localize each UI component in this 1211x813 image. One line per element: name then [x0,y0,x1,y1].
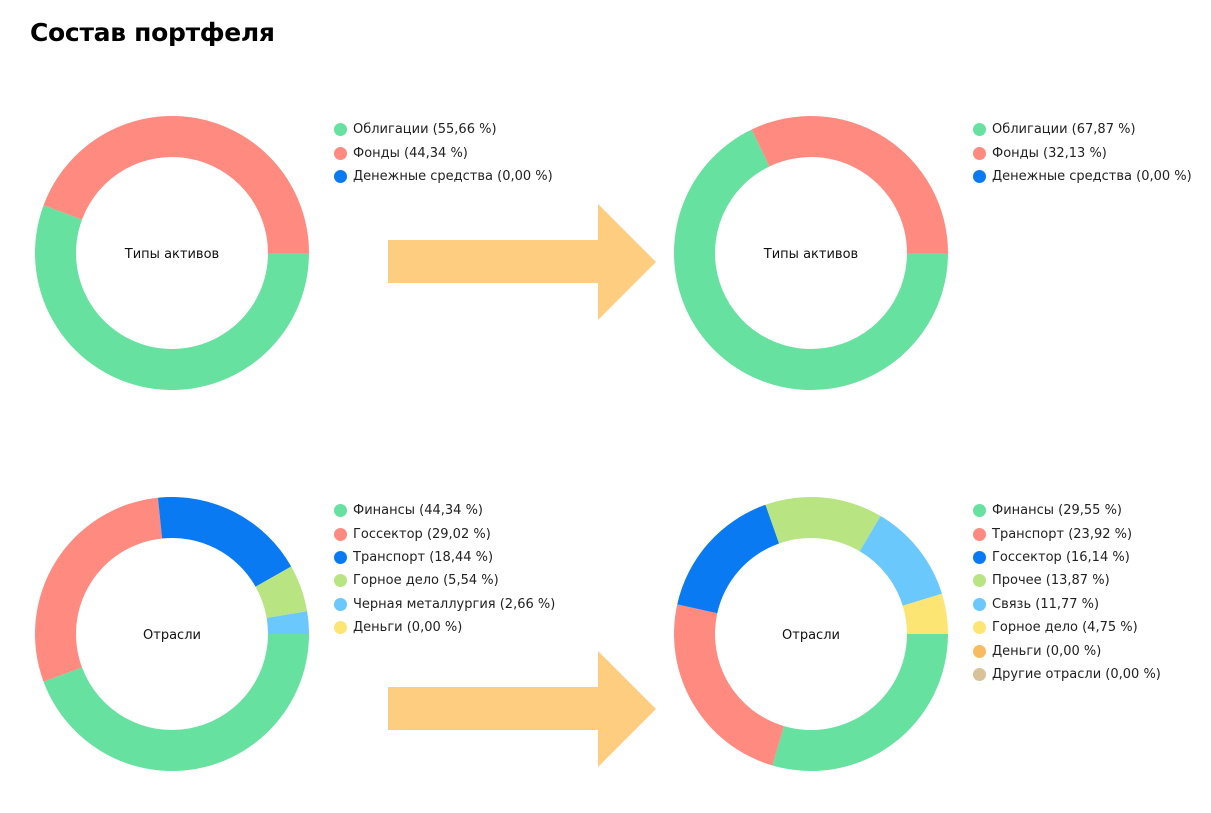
legend-item[interactable]: Связь (11,77 %) [973,593,1161,616]
sectors-before-donut: Отрасли [34,496,310,772]
donut-slice-2-1 [35,497,163,682]
donut-slice-3-5 [902,593,948,634]
legend-item[interactable]: Горное дело (4,75 %) [973,616,1161,639]
legend-label: Фонды (44,34 %) [353,145,468,161]
legend-label: Фонды (32,13 %) [992,145,1107,161]
donut-slice-2-2 [157,497,292,587]
sectors-after-donut-svg: Отрасли [674,497,948,771]
legend-label: Транспорт (18,44 %) [353,549,494,565]
donut-center-label: Типы активов [124,247,219,262]
legend-swatch [973,550,986,564]
legend-swatch [334,123,347,137]
legend-swatch [334,550,347,564]
legend-label: Денежные средства (0,00 %) [992,168,1192,184]
donut-slice-1-1 [751,116,948,253]
legend-swatch [334,504,347,518]
legend-label: Прочее (13,87 %) [992,573,1110,589]
donut-slice-2-0 [43,634,309,771]
legend-swatch [973,644,986,658]
legend-label: Связь (11,77 %) [992,596,1100,612]
legend-item[interactable]: Другие отрасли (0,00 %) [973,663,1161,686]
asset-types-before-donut-svg: Типы активов [34,116,309,391]
asset-types-after-legend: Облигации (67,87 %) Фонды (32,13 %) Денежн… [973,118,1192,188]
legend-item[interactable]: Фонды (32,13 %) [973,141,1192,164]
legend-item[interactable]: Финансы (44,34 %) [334,499,555,522]
donut-slice-1-0 [674,129,948,391]
legend-label: Черная металлургия (2,66 %) [353,596,556,612]
legend-item[interactable]: Денежные средства (0,00 %) [334,165,553,188]
legend-label: Горное дело (4,75 %) [992,620,1138,636]
legend-item[interactable]: Госсектор (16,14 %) [973,546,1161,569]
asset-types-after-donut-svg: Типы активов [674,116,948,391]
legend-label: Горное дело (5,54 %) [353,573,499,589]
legend-swatch [973,527,986,541]
right-arrow-icon [388,204,656,320]
change-arrow-bottom [388,651,656,767]
legend-label: Транспорт (23,92 %) [992,526,1133,542]
legend-swatch [973,667,986,681]
legend-item[interactable]: Деньги (0,00 %) [334,616,555,639]
donut-slice-3-3 [765,497,881,552]
legend-swatch [973,146,986,160]
legend-item[interactable]: Фонды (44,34 %) [334,141,553,164]
legend-label: Облигации (67,87 %) [992,122,1136,138]
donut-slice-0-0 [34,205,309,391]
sectors-after-donut: Отрасли [673,496,949,772]
page-title: Состав портфеля [30,18,275,47]
donut-center-label: Отрасли [782,628,840,643]
legend-swatch [973,597,986,611]
legend-swatch [334,621,347,635]
asset-types-before-donut: Типы активов [34,115,310,391]
legend-item[interactable]: Деньги (0,00 %) [973,639,1161,662]
legend-swatch [973,574,986,588]
right-arrow-icon [388,651,656,767]
legend-swatch [334,146,347,160]
legend-swatch [334,574,347,588]
change-arrow-top [388,204,656,320]
legend-item[interactable]: Транспорт (23,92 %) [973,522,1161,545]
legend-swatch [334,169,347,183]
legend-item[interactable]: Черная металлургия (2,66 %) [334,593,555,616]
legend-swatch [973,123,986,137]
legend-item[interactable]: Транспорт (18,44 %) [334,546,555,569]
legend-swatch [334,597,347,611]
donut-slice-3-1 [674,604,784,766]
donut-slice-0-1 [43,116,309,253]
legend-item[interactable]: Денежные средства (0,00 %) [973,165,1192,188]
sectors-before-legend: Финансы (44,34 %) Госсектор (29,02 %) Тран… [334,499,555,639]
legend-label: Финансы (44,34 %) [353,503,483,519]
asset-types-after-donut: Типы активов [673,115,949,391]
sectors-before-donut-svg: Отрасли [35,497,309,771]
legend-label: Госсектор (16,14 %) [992,549,1130,565]
legend-swatch [973,504,986,518]
donut-center-label: Типы активов [763,247,858,262]
sectors-after-legend: Финансы (29,55 %) Транспорт (23,92 %) Госс… [973,499,1161,686]
asset-types-before-legend: Облигации (55,66 %) Фонды (44,34 %) Денежн… [334,118,553,188]
legend-item[interactable]: Госсектор (29,02 %) [334,522,555,545]
legend-item[interactable]: Прочее (13,87 %) [973,569,1161,592]
legend-label: Другие отрасли (0,00 %) [992,666,1161,682]
legend-item[interactable]: Облигации (55,66 %) [334,118,553,141]
legend-label: Госсектор (29,02 %) [353,526,491,542]
legend-swatch [973,169,986,183]
legend-label: Облигации (55,66 %) [353,122,497,138]
legend-label: Деньги (0,00 %) [992,643,1102,659]
legend-label: Денежные средства (0,00 %) [353,168,553,184]
legend-item[interactable]: Финансы (29,55 %) [973,499,1161,522]
legend-label: Финансы (29,55 %) [992,503,1122,519]
legend-label: Деньги (0,00 %) [353,620,463,636]
donut-slice-3-2 [677,504,780,614]
legend-item[interactable]: Облигации (67,87 %) [973,118,1192,141]
donut-slice-3-4 [859,515,942,606]
donut-slice-2-4 [266,611,309,634]
legend-swatch [334,527,347,541]
donut-slice-2-3 [255,566,308,619]
donut-slice-3-0 [772,634,948,771]
legend-item[interactable]: Горное дело (5,54 %) [334,569,555,592]
legend-swatch [973,621,986,635]
donut-center-label: Отрасли [143,628,201,643]
